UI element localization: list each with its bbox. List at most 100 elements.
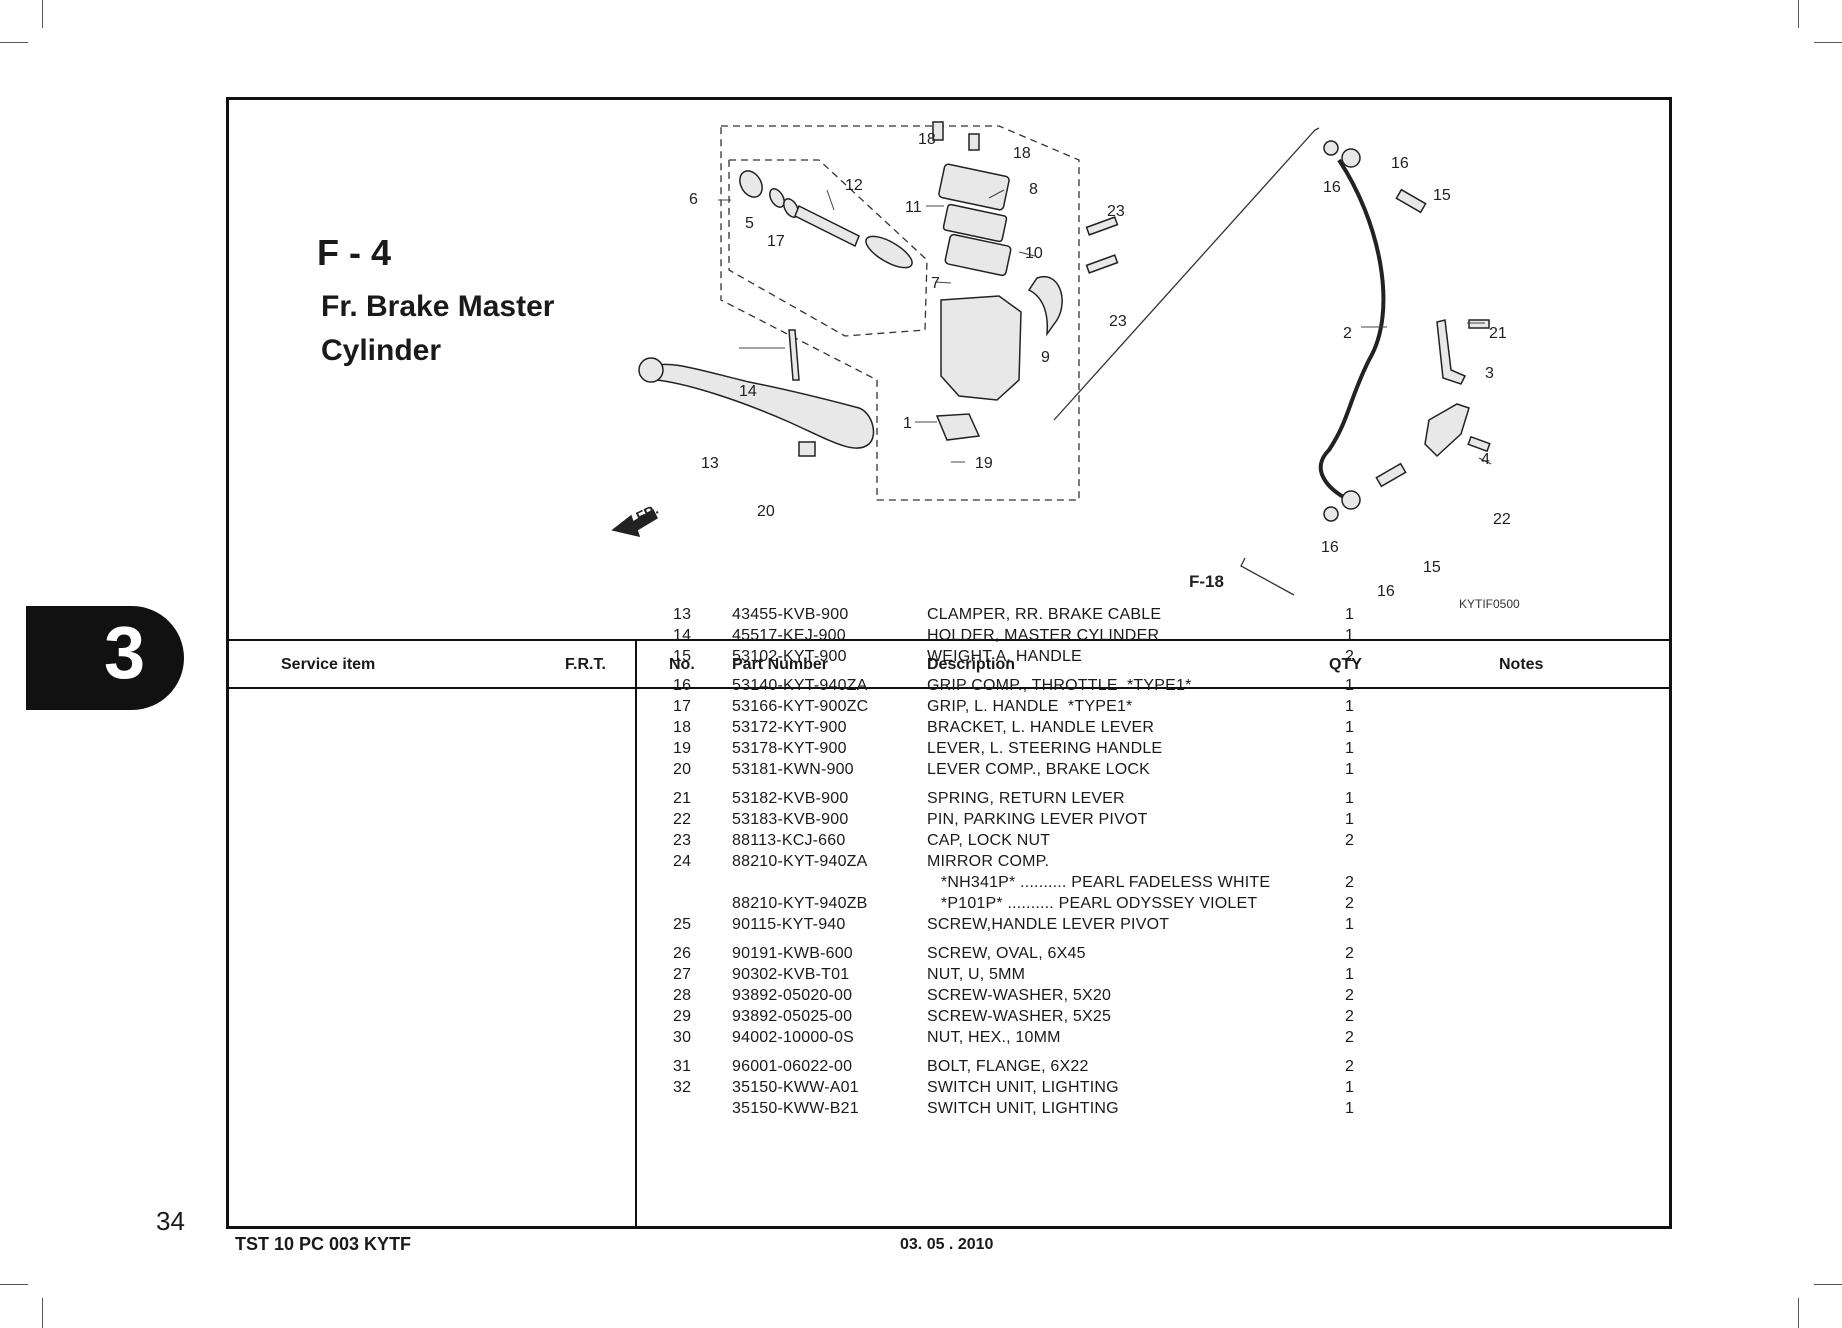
row-description: HOLDER, MASTER CYLINDER: [927, 627, 1160, 644]
row-description: GRIP, L. HANDLE *TYPE1*: [927, 698, 1133, 715]
row-no: 30: [673, 1029, 692, 1046]
row-qty: 2: [1345, 945, 1355, 962]
row-no: 18: [673, 719, 692, 736]
document-code: TST 10 PC 003 KYTF: [235, 1234, 412, 1254]
row-part-number: 43455-KVB-900: [732, 606, 849, 623]
row-qty: 2: [1345, 1029, 1355, 1046]
row-part-number: 53183-KVB-900: [732, 811, 849, 828]
leader-line: [1053, 127, 1320, 421]
row-qty: 1: [1345, 719, 1355, 736]
lever-knob: [638, 357, 664, 383]
row-part-number: 93892-05025-00: [732, 1008, 853, 1025]
row-part-number: 53102-KYT-900: [732, 648, 847, 665]
row-qty: 1: [1345, 1079, 1355, 1096]
row-no: 31: [673, 1058, 692, 1075]
leader-line: [988, 189, 1005, 199]
callout: 7: [931, 275, 940, 292]
callout: 8: [1029, 181, 1038, 198]
row-description: LEVER COMP., BRAKE LOCK: [927, 761, 1151, 778]
row-part-number: 88210-KYT-940ZB: [732, 895, 868, 912]
hose-bolt: [1375, 462, 1407, 488]
header-notes: Notes: [1499, 656, 1544, 673]
row-part-number: 93892-05020-00: [732, 987, 853, 1004]
bolt: [1085, 254, 1119, 274]
header-part-number: Part Number: [732, 656, 829, 673]
row-description: BRACKET, L. HANDLE LEVER: [927, 719, 1155, 736]
row-qty: 1: [1345, 698, 1355, 715]
row-part-number: 35150-KWW-B21: [732, 1100, 859, 1117]
washer: [1341, 490, 1361, 510]
row-no: 19: [673, 740, 692, 757]
row-part-number: 45517-KEJ-900: [732, 627, 846, 644]
row-description: SWITCH UNIT, LIGHTING: [927, 1079, 1119, 1096]
crop-mark: [1814, 1284, 1842, 1285]
callout: 5: [745, 215, 754, 232]
row-qty: 2: [1345, 832, 1355, 849]
crop-mark: [1814, 42, 1842, 43]
washer: [1341, 148, 1361, 168]
row-qty: 2: [1345, 895, 1355, 912]
table-top-rule: [229, 639, 1669, 641]
row-qty: 1: [1345, 790, 1355, 807]
figure-ref: F-18: [1189, 572, 1224, 591]
chapter-tab-number: 3: [104, 611, 146, 694]
row-qty: 1: [1345, 761, 1355, 778]
spring: [865, 235, 913, 269]
row-no: 15: [673, 648, 692, 665]
callout: 11: [905, 199, 922, 216]
row-qty: 2: [1345, 987, 1355, 1004]
callout: 16: [1377, 583, 1395, 600]
row-part-number: 88210-KYT-940ZA: [732, 853, 868, 870]
row-part-number: 53181-KWN-900: [732, 761, 854, 778]
row-part-number: 53172-KYT-900: [732, 719, 847, 736]
callout: 21: [1489, 325, 1507, 342]
row-qty: 1: [1345, 811, 1355, 828]
callout: 19: [975, 455, 993, 472]
callout: 22: [1493, 511, 1511, 528]
row-qty: 2: [1345, 1058, 1355, 1075]
row-description: GRIP COMP., THROTTLE *TYPE1*: [927, 677, 1192, 694]
dashed-boundary: [728, 159, 928, 337]
callout: 2: [1343, 325, 1352, 342]
callout: 23: [1107, 203, 1125, 220]
callout: 6: [689, 191, 698, 208]
section-title: Fr. Brake Master Cylinder: [321, 285, 554, 373]
document-date: 03. 05 . 2010: [900, 1236, 994, 1253]
leader-line: [1478, 457, 1492, 465]
row-description: NUT, U, 5MM: [927, 966, 1026, 983]
row-part-number: 53178-KYT-900: [732, 740, 847, 757]
callout: 16: [1323, 179, 1341, 196]
row-no: 16: [673, 677, 692, 694]
row-part-number: 35150-KWW-A01: [732, 1079, 859, 1096]
pivot-bolt: [788, 329, 800, 381]
nut: [798, 441, 816, 457]
exploded-diagram: 18 18 12 6 5 17 11 8 10 23 23 7 9 14 13 …: [611, 121, 1520, 611]
row-part-number: 90115-KYT-940: [732, 916, 846, 933]
row-description: PIN, PARKING LEVER PIVOT: [927, 811, 1148, 828]
callout: 14: [739, 383, 757, 400]
brake-switch: [935, 413, 981, 441]
row-no: 29: [673, 1008, 692, 1025]
screw: [1467, 435, 1491, 453]
header-rule: [229, 687, 1669, 689]
callout: 3: [1485, 365, 1494, 382]
row-no: 20: [673, 761, 692, 778]
brake-hose: [1318, 158, 1386, 502]
row-qty: 1: [1345, 740, 1355, 757]
leader-line: [1240, 557, 1295, 596]
image-code: KYTIF0500: [1459, 597, 1520, 611]
row-no: 21: [673, 790, 692, 807]
row-no: 14: [673, 627, 692, 644]
washer: [1323, 140, 1339, 156]
row-no: 22: [673, 811, 692, 828]
row-qty: 1: [1345, 627, 1355, 644]
screw: [1468, 319, 1490, 329]
row-description: LEVER, L. STEERING HANDLE: [927, 740, 1163, 757]
row-qty: 2: [1345, 648, 1355, 665]
row-qty: 1: [1345, 606, 1355, 623]
header-description: Description: [927, 656, 1016, 673]
row-part-number: 90302-KVB-T01: [732, 966, 850, 983]
crop-mark: [0, 42, 28, 43]
header-frt: F.R.T.: [565, 656, 606, 673]
row-description: SCREW-WASHER, 5X25: [927, 1008, 1112, 1025]
